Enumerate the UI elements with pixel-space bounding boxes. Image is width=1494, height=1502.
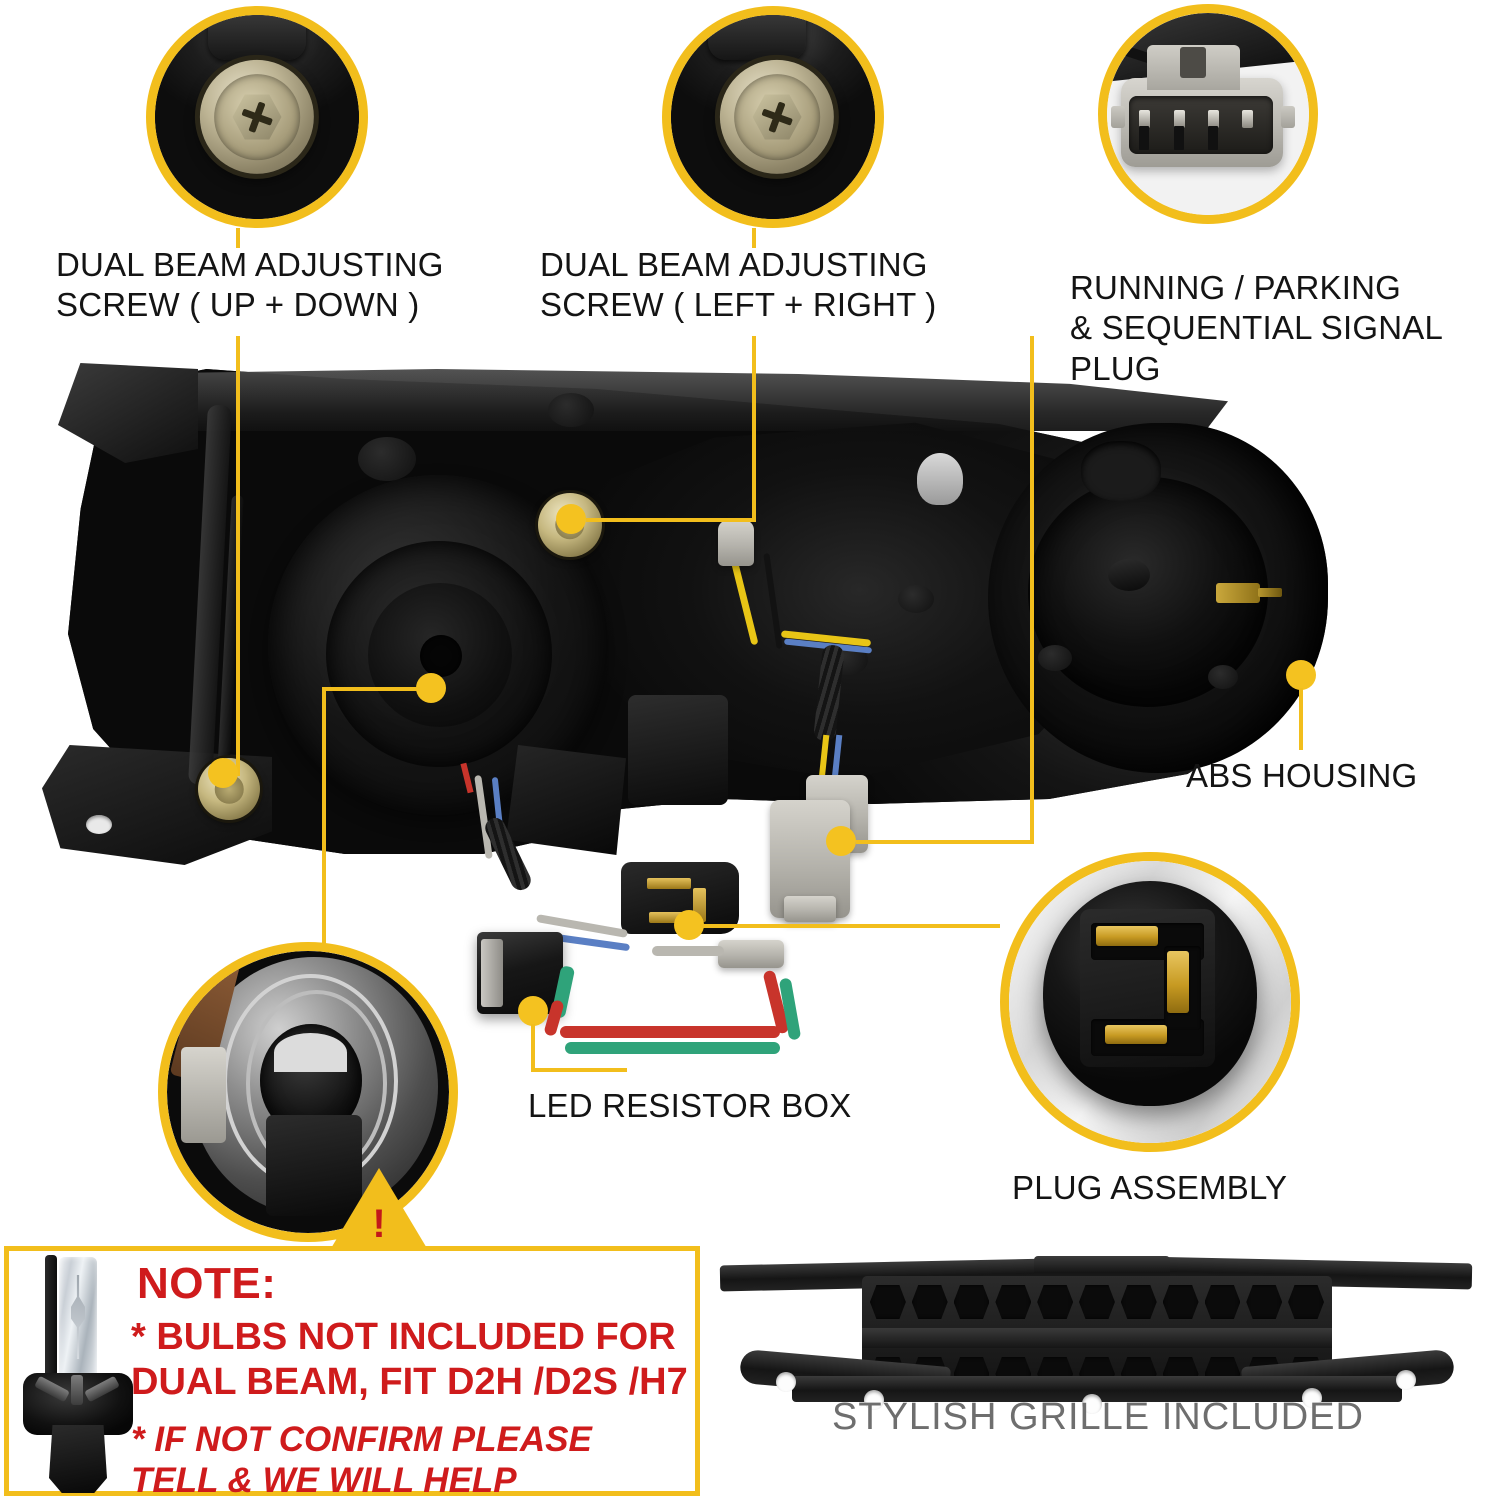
leader-line-bulb-v bbox=[322, 687, 326, 945]
note-line-2: * IF NOT CONFIRM PLEASE TELL & WE WILL H… bbox=[131, 1420, 592, 1501]
bulb-socket-terminal-closeup-icon bbox=[1009, 861, 1291, 1143]
label-plug-assembly: PLUG ASSEMBLY bbox=[1012, 1169, 1288, 1206]
connector-plug-closeup-icon bbox=[1107, 13, 1309, 215]
socket-lead bbox=[652, 946, 724, 956]
label-led-resistor-box: LED RESISTOR BOX bbox=[528, 1087, 852, 1124]
hid-bulb-icon bbox=[19, 1255, 137, 1497]
leader-line-led-resistor-h bbox=[531, 1068, 627, 1072]
leader-line-abs-housing bbox=[1299, 688, 1303, 750]
led-resistor-box-image bbox=[477, 932, 563, 1014]
callout-circle-screw-left-right bbox=[662, 6, 884, 228]
bulb-socket-closeup-icon bbox=[167, 951, 449, 1233]
callout-dot-projector-bulb bbox=[416, 673, 446, 703]
callout-circle-bulb-socket bbox=[158, 942, 458, 1242]
note-title: NOTE: bbox=[137, 1259, 277, 1308]
inline-connector bbox=[718, 940, 784, 968]
note-line-1: * BULBS NOT INCLUDED FOR DUAL BEAM, FIT … bbox=[131, 1316, 688, 1403]
callout-circle-signal-plug bbox=[1098, 4, 1318, 224]
headlight-assembly-image bbox=[28, 345, 1363, 894]
adjusting-screw-closeup-icon bbox=[155, 15, 359, 219]
label-abs-housing: ABS HOUSING bbox=[1186, 757, 1418, 794]
note-box: NOTE: * BULBS NOT INCLUDED FOR DUAL BEAM… bbox=[4, 1246, 700, 1500]
leader-line-screw-left-right-v bbox=[752, 336, 756, 522]
callout-dot-screw-left-right bbox=[556, 504, 586, 534]
resistor-wire-red-run bbox=[560, 1026, 780, 1038]
leader-line-screw-up-down-top bbox=[236, 228, 240, 248]
resistor-wire-green-run bbox=[565, 1042, 780, 1054]
label-running-parking-plug: RUNNING / PARKING & SEQUENTIAL SIGNAL PL… bbox=[1070, 269, 1444, 387]
leader-line-bulb-h bbox=[322, 687, 420, 691]
callout-dot-led-resistor-box bbox=[518, 996, 548, 1026]
grille-caption: STYLISH GRILLE INCLUDED bbox=[832, 1396, 1364, 1438]
leader-line-plug-assembly bbox=[700, 924, 1000, 928]
sequential-signal-connector-foot bbox=[784, 896, 836, 922]
warning-exclamation: ! bbox=[372, 1202, 386, 1246]
callout-dot-screw-up-down bbox=[208, 758, 238, 788]
callout-dot-plug-assembly bbox=[674, 910, 704, 940]
callout-dot-abs-housing bbox=[1286, 660, 1316, 690]
callout-dot-signal-plug bbox=[826, 826, 856, 856]
adjusting-screw-closeup-icon bbox=[671, 15, 875, 219]
leader-line-signal-plug-v bbox=[1030, 336, 1034, 844]
callout-circle-plug-assembly bbox=[1000, 852, 1300, 1152]
label-adjust-up-down: DUAL BEAM ADJUSTING SCREW ( UP + DOWN ) bbox=[56, 246, 444, 324]
callout-circle-screw-up-down bbox=[146, 6, 368, 228]
grille-image: STYLISH GRILLE INCLUDED bbox=[712, 1248, 1484, 1438]
leader-line-signal-plug-h bbox=[856, 840, 1034, 844]
leader-line-led-resistor-v bbox=[531, 1024, 535, 1072]
leader-line-screw-up-down bbox=[236, 336, 240, 776]
label-adjust-left-right: DUAL BEAM ADJUSTING SCREW ( LEFT + RIGHT… bbox=[540, 246, 937, 324]
leader-line-screw-left-right-top bbox=[752, 228, 756, 248]
leader-line-screw-left-right-h bbox=[586, 518, 756, 522]
